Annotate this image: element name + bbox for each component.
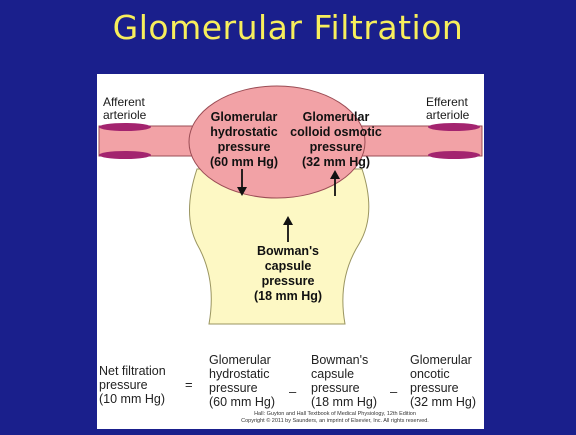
term2-line-2: capsule (311, 367, 377, 381)
hydrostatic-line-1: Glomerular (204, 110, 284, 125)
colloid-line-3: pressure (287, 140, 385, 155)
colloid-pressure-label: Glomerular colloid osmotic pressure (32 … (287, 110, 385, 170)
citation-line-2: Copyright © 2011 by Saunders, an imprint… (185, 418, 485, 425)
colloid-line-4: (32 mm Hg) (287, 155, 385, 170)
term-hydrostatic: Glomerular hydrostatic pressure (60 mm H… (209, 353, 275, 409)
bowman-pressure-label: Bowman's capsule pressure (18 mm Hg) (248, 244, 328, 304)
bowman-line-3: pressure (248, 274, 328, 289)
term2-line-1: Bowman's (311, 353, 377, 367)
minus-sign-2: – (390, 384, 397, 399)
term-oncotic: Glomerular oncotic pressure (32 mm Hg) (410, 353, 476, 409)
efferent-wall-bottom (428, 151, 480, 159)
colloid-line-2: colloid osmotic (287, 125, 385, 140)
slide-title: Glomerular Filtration (0, 8, 576, 47)
term-bowman: Bowman's capsule pressure (18 mm Hg) (311, 353, 377, 409)
citation-line-1: Hall: Guyton and Hall Textbook of Medica… (185, 411, 485, 418)
afferent-wall-bottom (99, 151, 151, 159)
afferent-line-2: arteriole (103, 109, 146, 122)
hydrostatic-line-4: (60 mm Hg) (204, 155, 284, 170)
afferent-arteriole-label: Afferent arteriole (103, 96, 146, 122)
term1-line-4: (60 mm Hg) (209, 395, 275, 409)
bowman-line-2: capsule (248, 259, 328, 274)
afferent-wall-top (99, 123, 151, 131)
term1-line-2: hydrostatic (209, 367, 275, 381)
minus-sign-1: – (289, 384, 296, 399)
hydrostatic-pressure-label: Glomerular hydrostatic pressure (60 mm H… (204, 110, 284, 170)
term2-line-4: (18 mm Hg) (311, 395, 377, 409)
equals-sign: = (185, 377, 193, 392)
hydrostatic-line-2: hydrostatic (204, 125, 284, 140)
hydrostatic-line-3: pressure (204, 140, 284, 155)
term3-line-2: oncotic (410, 367, 476, 381)
term3-line-4: (32 mm Hg) (410, 395, 476, 409)
term2-line-3: pressure (311, 381, 377, 395)
citation: Hall: Guyton and Hall Textbook of Medica… (185, 411, 485, 425)
efferent-line-2: arteriole (426, 109, 469, 122)
colloid-line-1: Glomerular (287, 110, 385, 125)
term1-line-1: Glomerular (209, 353, 275, 367)
diagram-panel: Afferent arteriole Efferent arteriole Gl… (97, 74, 484, 429)
net-line-3: (10 mm Hg) (99, 392, 166, 406)
efferent-wall-top (428, 123, 480, 131)
net-line-1: Net filtration (99, 364, 166, 378)
bowman-line-1: Bowman's (248, 244, 328, 259)
net-line-2: pressure (99, 378, 166, 392)
net-filtration-label: Net filtration pressure (10 mm Hg) (99, 364, 166, 406)
bowman-line-4: (18 mm Hg) (248, 289, 328, 304)
efferent-arteriole-label: Efferent arteriole (426, 96, 469, 122)
term1-line-3: pressure (209, 381, 275, 395)
term3-line-3: pressure (410, 381, 476, 395)
term3-line-1: Glomerular (410, 353, 476, 367)
